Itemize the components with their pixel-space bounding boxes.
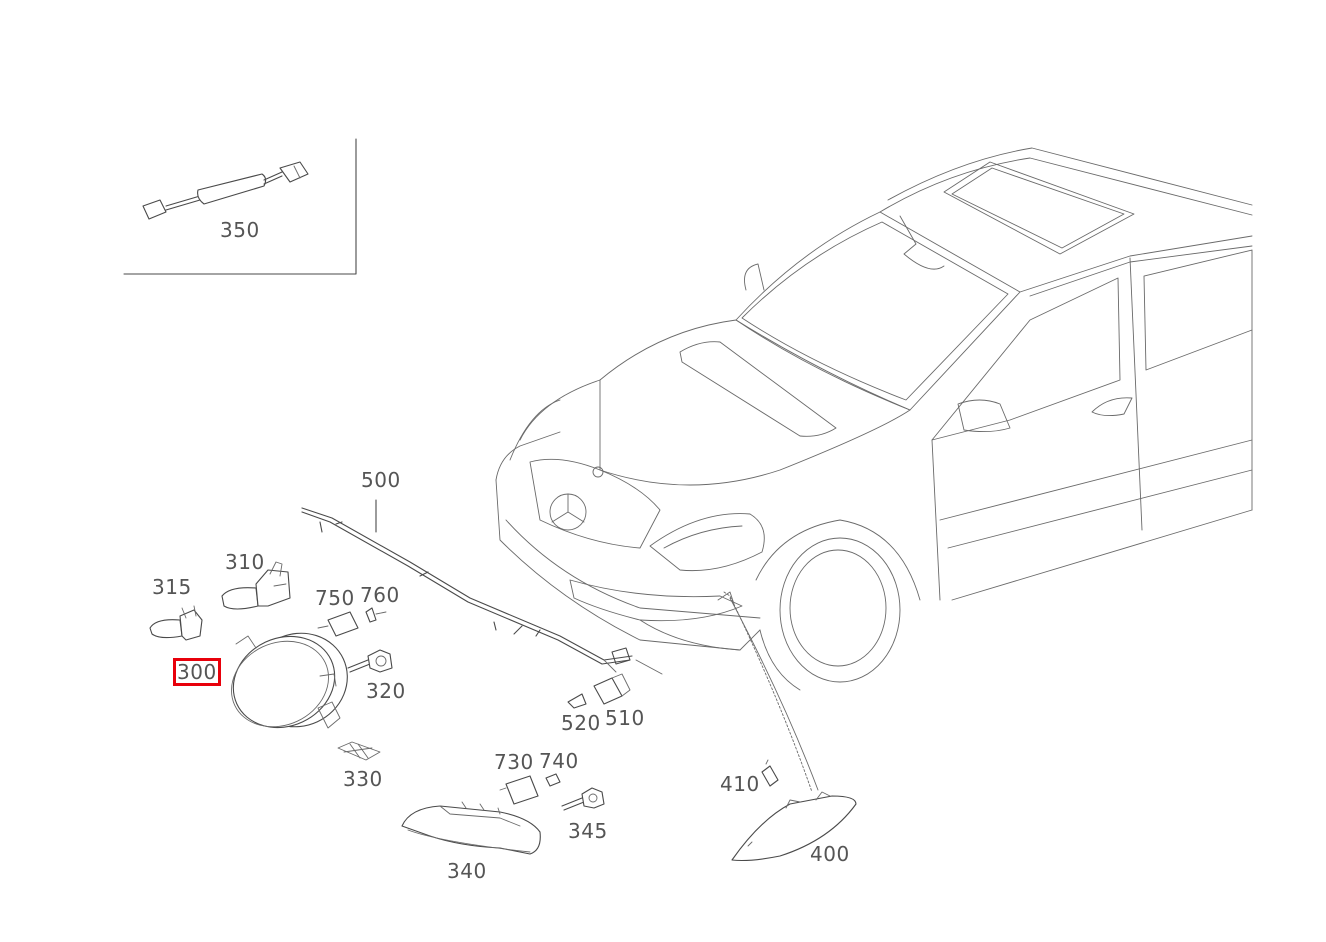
part-510-connector[interactable]	[593, 673, 631, 705]
label-750[interactable]: 750	[315, 586, 355, 610]
part-520-clip[interactable]	[567, 693, 587, 709]
label-730[interactable]: 730	[494, 750, 534, 774]
vehicle-outline	[495, 147, 1253, 691]
label-510[interactable]: 510	[605, 706, 645, 730]
label-310[interactable]: 310	[225, 550, 265, 574]
position-pointer	[717, 591, 819, 793]
label-500[interactable]: 500	[361, 468, 401, 492]
part-400-cover[interactable]	[731, 791, 857, 862]
part-730-connector[interactable]	[499, 775, 539, 805]
part-350-cable-adapter[interactable]	[142, 161, 309, 220]
part-320-screw[interactable]	[347, 649, 393, 673]
label-340[interactable]: 340	[447, 859, 487, 883]
label-345[interactable]: 345	[568, 819, 608, 843]
part-340-lamp-housing[interactable]	[401, 801, 541, 855]
part-760-screw[interactable]	[365, 607, 387, 623]
inset-box-350	[123, 138, 357, 275]
label-350[interactable]: 350	[220, 218, 260, 242]
label-315[interactable]: 315	[152, 575, 192, 599]
label-300-selected[interactable]: 300	[173, 658, 221, 686]
part-345-screw[interactable]	[561, 787, 605, 811]
part-410-clip[interactable]	[761, 759, 779, 787]
part-750-clip[interactable]	[317, 611, 359, 637]
part-330-bracket[interactable]	[337, 741, 381, 761]
label-760[interactable]: 760	[360, 583, 400, 607]
part-310-bulb[interactable]	[221, 561, 291, 610]
label-410[interactable]: 410	[720, 772, 760, 796]
label-320[interactable]: 320	[366, 679, 406, 703]
label-330[interactable]: 330	[343, 767, 383, 791]
part-740-clip[interactable]	[545, 773, 561, 787]
label-400[interactable]: 400	[810, 842, 850, 866]
label-520[interactable]: 520	[561, 711, 601, 735]
part-315-bulb[interactable]	[149, 605, 203, 641]
part-300-fog-lamp[interactable]	[217, 617, 362, 744]
part-500-wiring-harness[interactable]	[301, 499, 663, 675]
label-740[interactable]: 740	[539, 749, 579, 773]
